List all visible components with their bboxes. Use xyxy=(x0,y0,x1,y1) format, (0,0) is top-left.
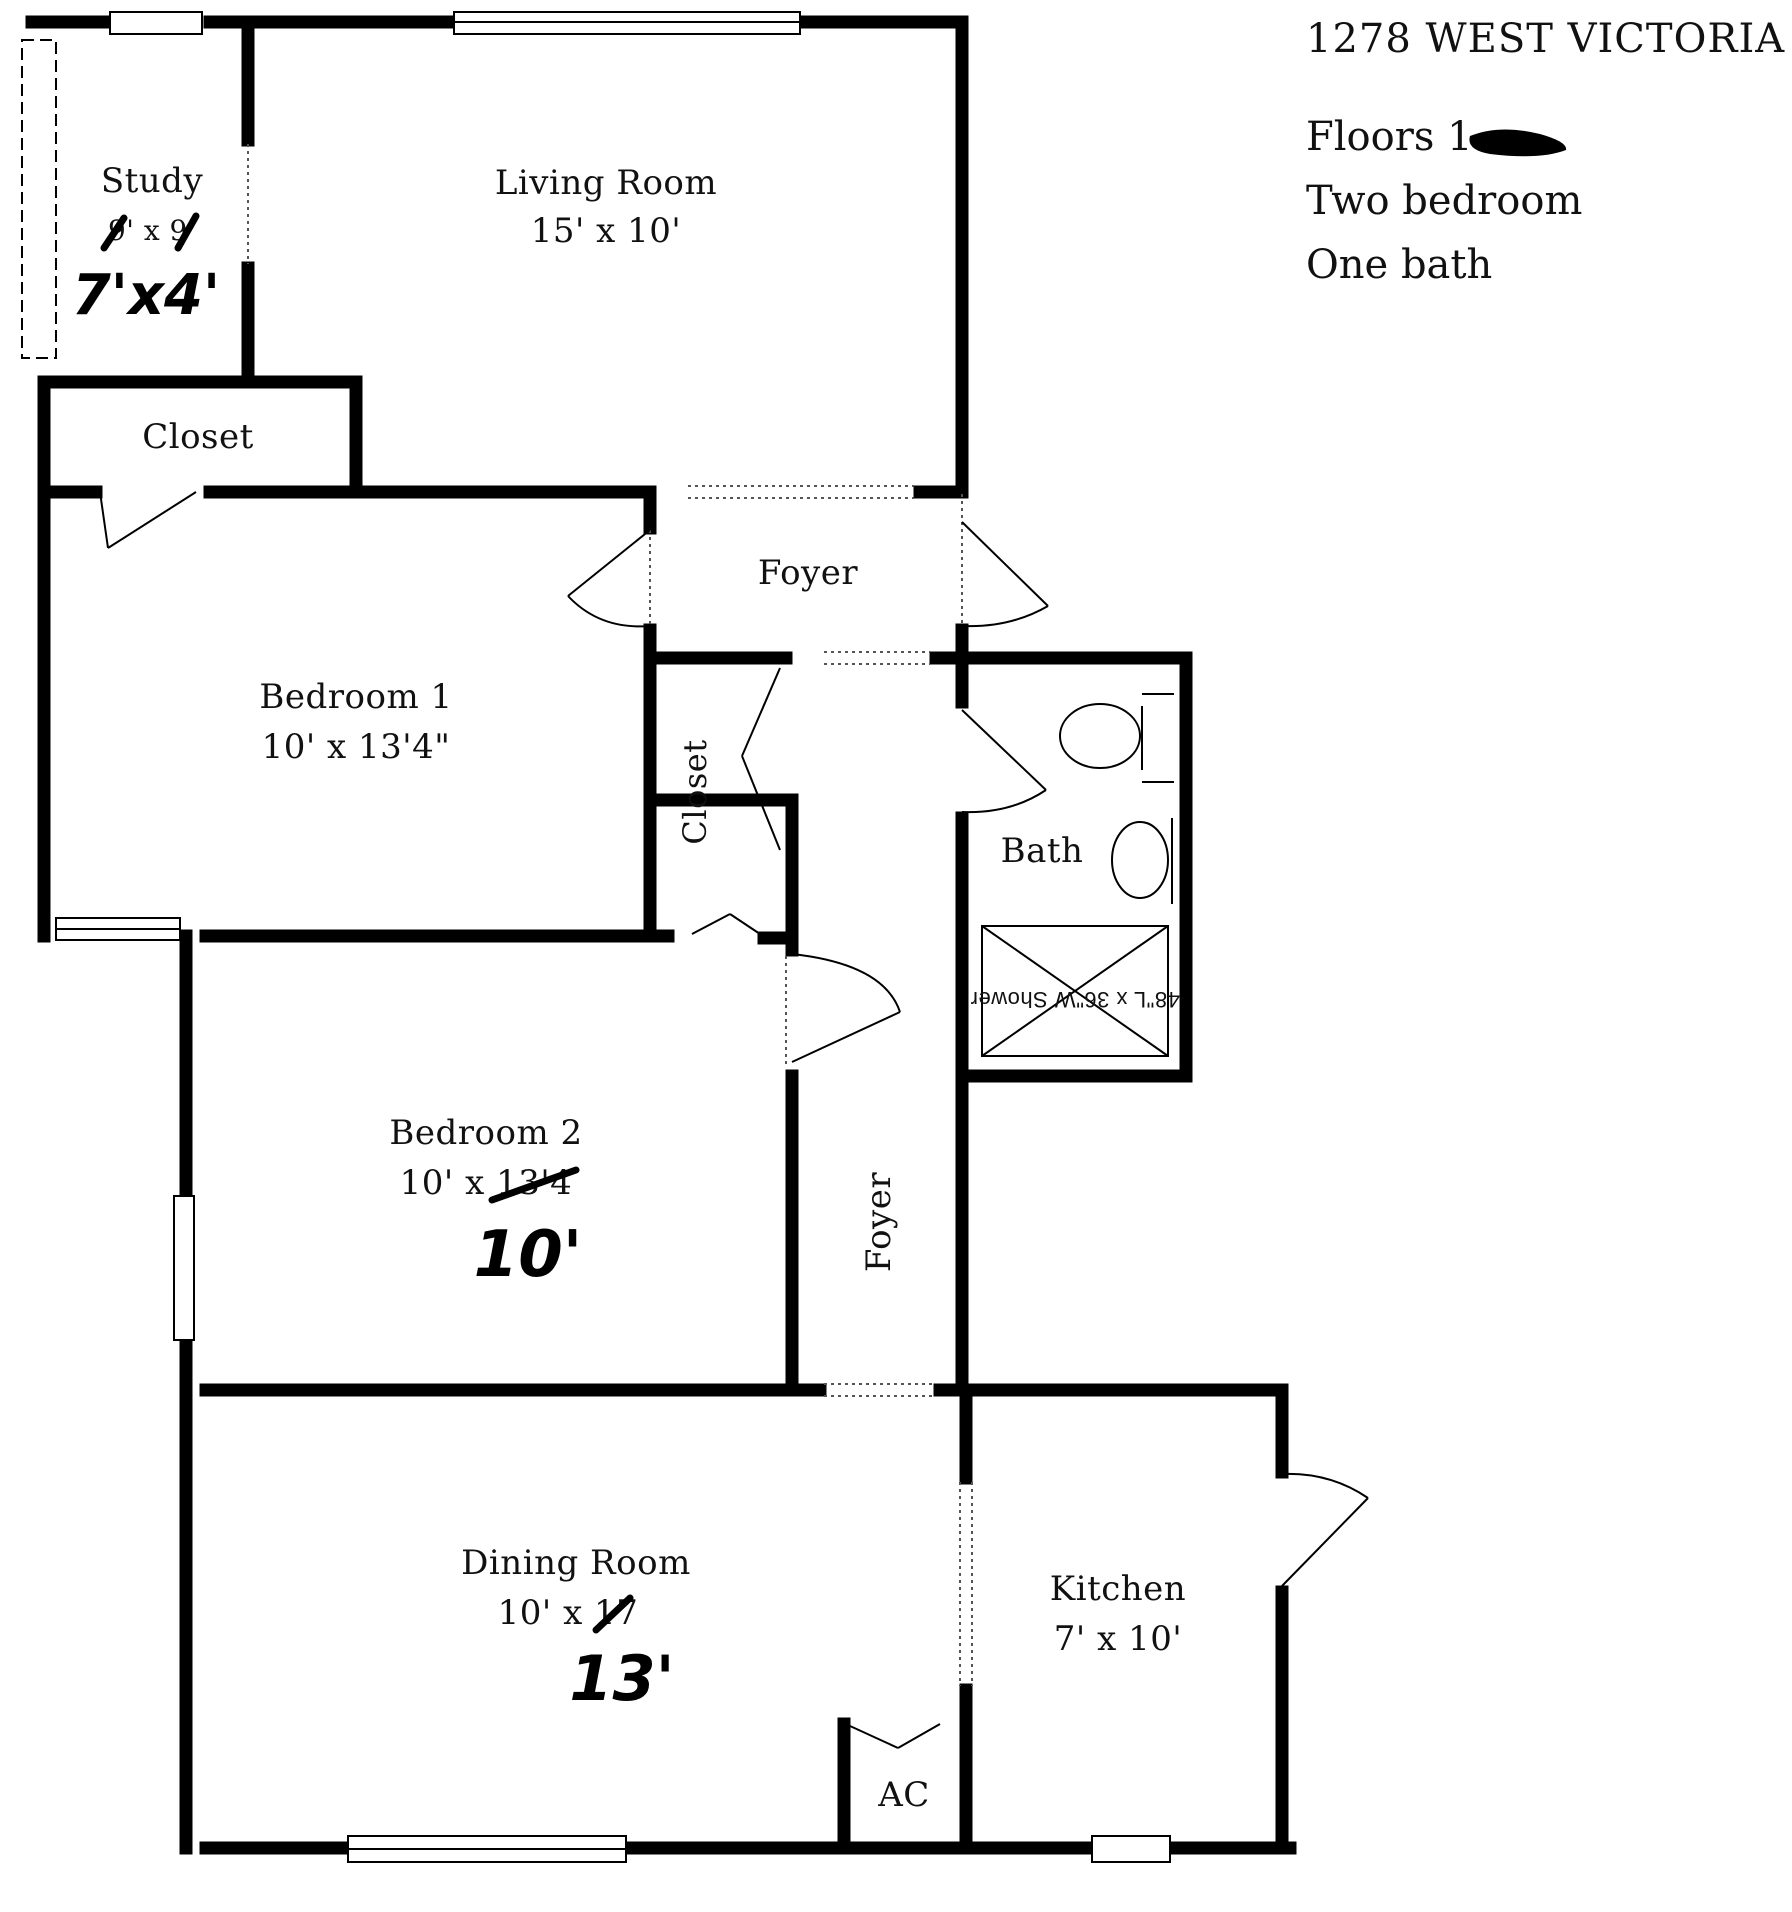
living-room-dims: 15' x 10' xyxy=(531,211,682,251)
openings xyxy=(247,144,973,1686)
bedrooms-text: Two bedroom xyxy=(1306,178,1582,224)
foyer-side-name: Foyer xyxy=(859,1172,899,1273)
room-living-room: Living Room 15' x 10' xyxy=(495,163,717,251)
room-dining-room: Dining Room 10' x 17 13' xyxy=(461,1543,691,1715)
bath-fixtures xyxy=(981,693,1174,1057)
room-bedroom2: Bedroom 2 10' x 13'4 10' xyxy=(389,1113,582,1292)
bedroom1-name: Bedroom 1 xyxy=(259,677,452,717)
study-handwritten-dims: 7'x4' xyxy=(72,263,220,328)
closet-top-name: Closet xyxy=(142,417,254,457)
bath-name: Bath xyxy=(1001,831,1084,871)
kitchen-name: Kitchen xyxy=(1050,1569,1186,1609)
bedroom2-handwritten-dims: 10' xyxy=(474,1218,583,1292)
room-closet-side: Closet xyxy=(676,739,714,844)
address-title: 1278 WEST VICTORIA xyxy=(1306,16,1785,62)
floors-text: Floors 1 xyxy=(1306,114,1473,160)
windows xyxy=(21,11,1171,1863)
room-foyer-side: Foyer xyxy=(859,1172,899,1273)
bedroom1-dims: 10' x 13'4" xyxy=(262,727,451,767)
room-study: Study 9' x 9' 7'x4' xyxy=(72,161,220,328)
shower-icon xyxy=(981,925,1169,1057)
closet-side-name: Closet xyxy=(676,739,714,844)
foyer-top-name: Foyer xyxy=(758,553,859,593)
toilet-icon xyxy=(1059,693,1174,783)
dining-room-name: Dining Room xyxy=(461,1543,691,1583)
walls xyxy=(25,15,1297,1855)
baths-text: One bath xyxy=(1306,242,1492,288)
dining-room-handwritten-dims: 13' xyxy=(569,1642,674,1715)
room-ac: AC xyxy=(877,1775,930,1815)
property-info: 1278 WEST VICTORIA Floors 1 Two bedroom … xyxy=(1306,16,1785,288)
room-kitchen: Kitchen 7' x 10' xyxy=(1050,1569,1186,1659)
scribble-mark xyxy=(1469,129,1567,157)
room-closet-top: Closet xyxy=(142,417,254,457)
room-bedroom1: Bedroom 1 10' x 13'4" xyxy=(259,677,452,767)
bedroom2-name: Bedroom 2 xyxy=(389,1113,582,1153)
shower-label: 48"L x 36"W Shower xyxy=(970,987,1180,1012)
room-bath: Bath 48"L x 36"W Shower xyxy=(970,831,1180,1012)
living-room-name: Living Room xyxy=(495,163,717,203)
sink-icon xyxy=(1111,818,1173,904)
doors xyxy=(99,491,1369,1749)
ac-name: AC xyxy=(877,1775,930,1815)
room-foyer-top: Foyer xyxy=(758,553,859,593)
study-name: Study xyxy=(101,161,204,201)
kitchen-dims: 7' x 10' xyxy=(1054,1619,1182,1659)
